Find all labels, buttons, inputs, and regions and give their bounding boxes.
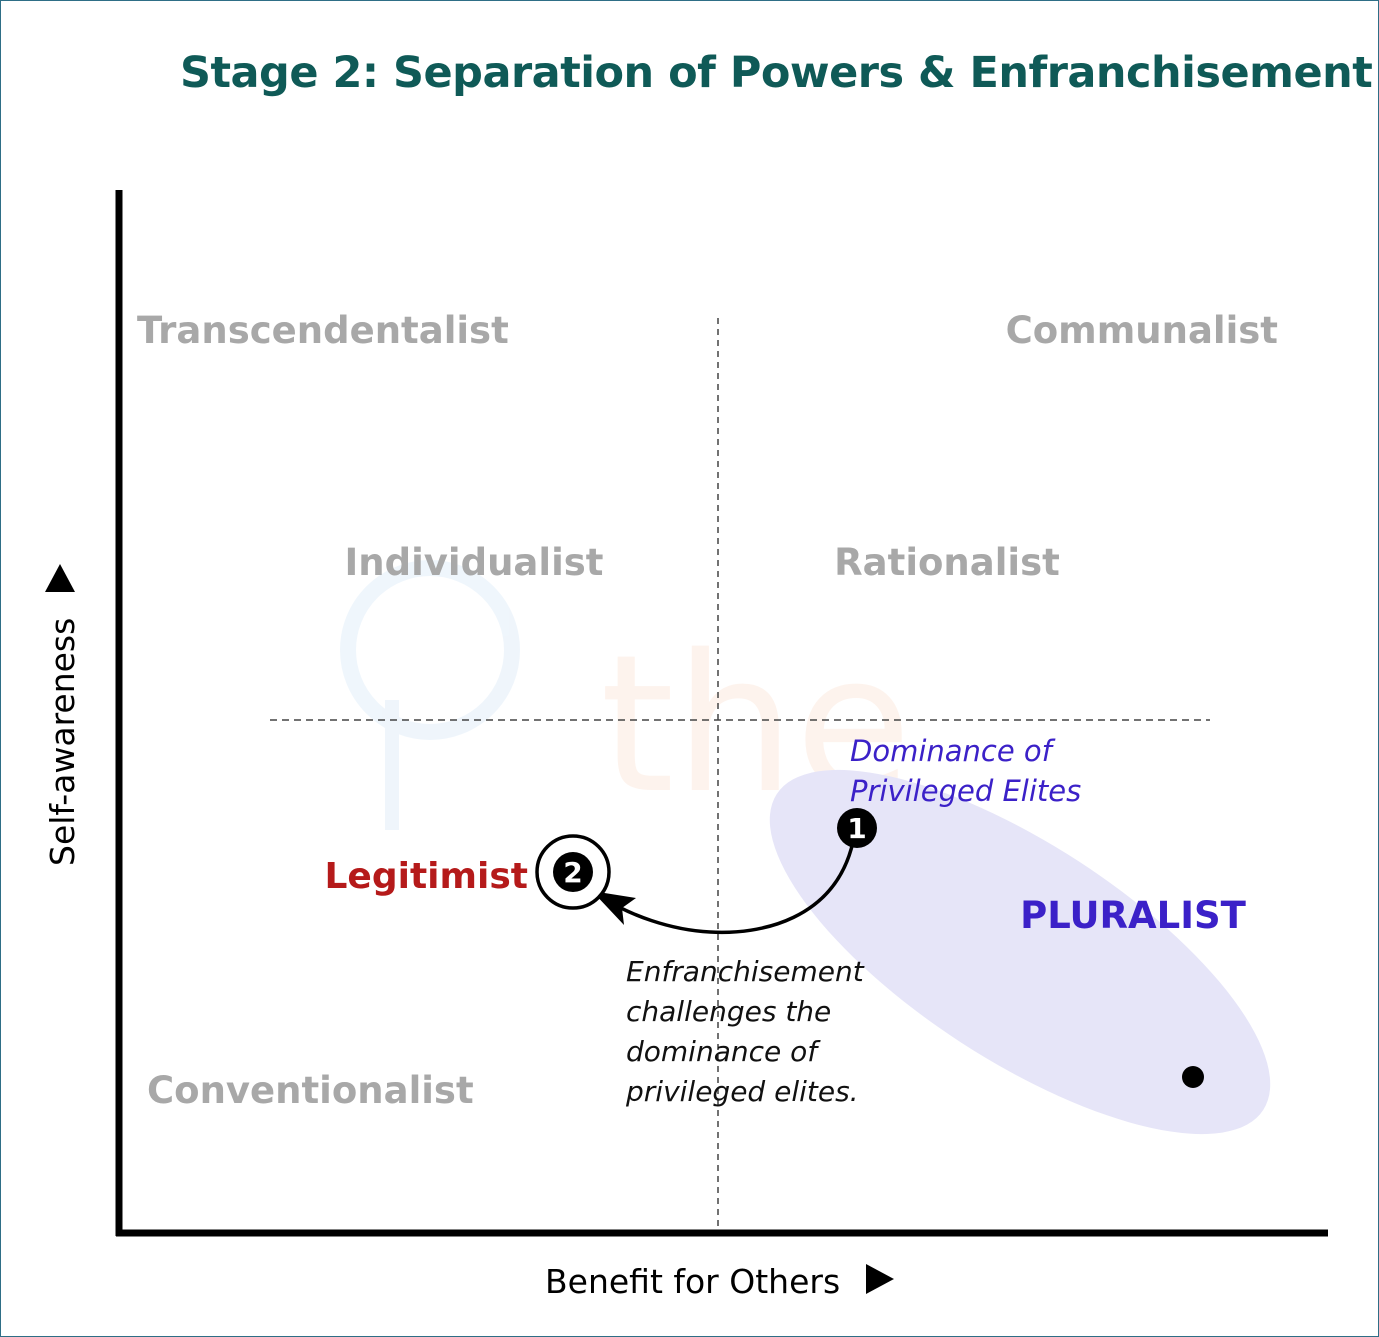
- marker-start: 1: [837, 808, 877, 848]
- triangle-right-icon: [866, 1264, 894, 1294]
- enfranchisement-line3: dominance of: [626, 1035, 821, 1068]
- label-transcendentalist: Transcendentalist: [137, 309, 509, 352]
- enfranchisement-line2: challenges the: [626, 995, 831, 1028]
- x-axis-label: Benefit for Others: [545, 1262, 840, 1301]
- dominance-label-line2: Privileged Elites: [850, 774, 1081, 808]
- label-conventionalist: Conventionalist: [147, 1069, 474, 1112]
- enfranchisement-line1: Enfranchisement: [626, 955, 865, 988]
- marker-start-circle: [837, 808, 877, 848]
- diagram-title: Stage 2: Separation of Powers & Enfranch…: [180, 48, 1373, 98]
- watermark-head-icon: [340, 560, 520, 740]
- transition-arrow: [602, 841, 855, 935]
- marker-end-circle: [553, 852, 593, 892]
- y-axis-label: Self-awareness: [43, 618, 82, 866]
- enfranchisement-line4: privileged elites.: [625, 1075, 859, 1108]
- pluralist-dot: [1182, 1066, 1204, 1088]
- marker-end-number: 2: [563, 856, 582, 889]
- dominance-label-line1: Dominance of: [850, 734, 1056, 768]
- pluralist-label: PLURALIST: [1020, 894, 1247, 937]
- marker-start-number: 1: [847, 812, 866, 845]
- label-rationalist: Rationalist: [834, 541, 1060, 584]
- transition-arrowhead-icon: [592, 891, 636, 925]
- label-individualist: Individualist: [345, 541, 604, 584]
- triangle-up-icon: [45, 564, 75, 592]
- marker-end: 2: [535, 834, 611, 910]
- label-communalist: Communalist: [1006, 309, 1278, 352]
- pluralist-region: [769, 769, 1271, 1135]
- legitimist-label: Legitimist: [324, 856, 528, 897]
